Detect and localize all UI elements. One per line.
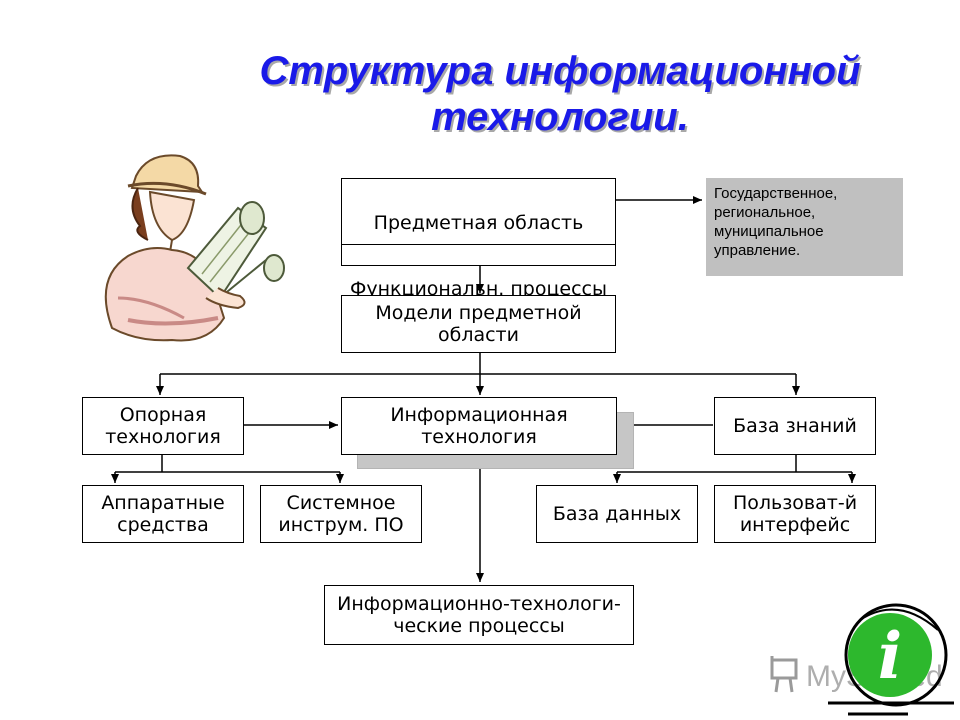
worker-with-blueprints-illustration [104, 154, 285, 342]
subject-area-box: Предметная область Функциональн. процесс… [341, 178, 616, 300]
system-software-box: Системное инструм. ПО [260, 485, 422, 543]
info-icon: i [828, 603, 954, 716]
note-line-1: Государственное, [714, 185, 838, 202]
myshared-watermark: MyShared i [770, 603, 954, 716]
slide-title-line-1: Структура информационной [259, 49, 861, 93]
knowledge-base-box: База знаний [714, 397, 876, 455]
presentation-board-icon [770, 656, 798, 693]
hardware-box: Аппаратные средства [82, 485, 244, 543]
it-processes-box: Информационно-технологи- ческие процессы [324, 585, 634, 645]
svg-text:i: i [878, 619, 902, 694]
slide-title: Структура информационной технологии. [200, 48, 920, 140]
subject-models-box: Модели предметной области [341, 295, 616, 353]
reference-technology-box: Опорная технология [82, 397, 244, 455]
note-line-4: управление. [714, 242, 801, 259]
user-interface-box: Пользоват-й интерфейс [714, 485, 876, 543]
note-line-3: муниципальное [714, 223, 824, 240]
note-line-2: региональное, [714, 204, 816, 221]
information-technology-box: Информационная технология [341, 397, 617, 455]
database-box: База данных [536, 485, 698, 543]
functional-processes-label: Функциональн. процессы [350, 277, 607, 300]
subject-area-label: Предметная область [342, 201, 615, 245]
government-management-note: Государственное, региональное, муниципал… [706, 178, 903, 276]
slide-title-line-2: технологии. [431, 95, 689, 139]
